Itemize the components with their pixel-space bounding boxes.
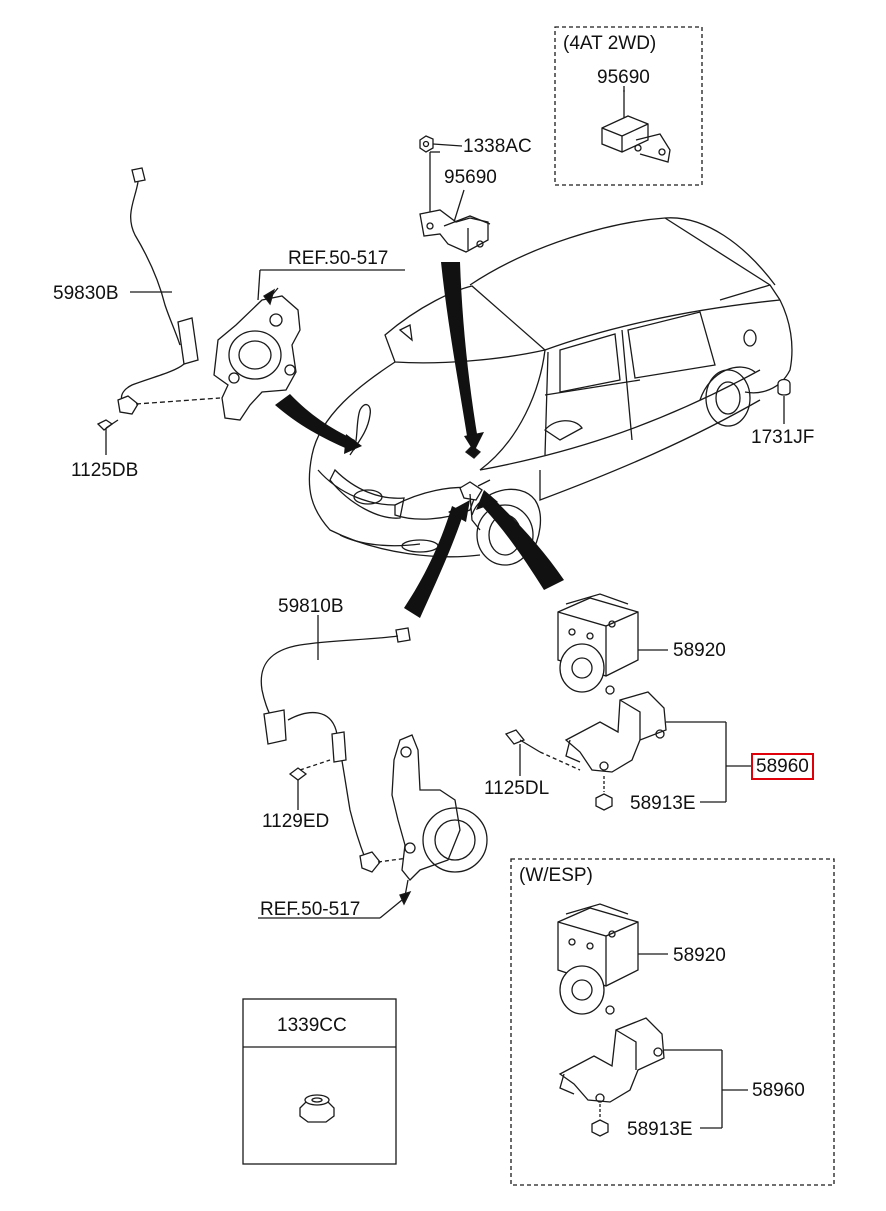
label-59830b: 59830B (53, 283, 119, 304)
arrow-front-knuckle-to-car (275, 394, 355, 450)
nut-58913e-esp (591, 1104, 609, 1137)
label-1125dl: 1125DL (484, 778, 550, 799)
bolt-1129ed (288, 767, 308, 806)
arrow-sensor-to-car (441, 262, 478, 442)
box-w-esp-title: (W/ESP) (519, 865, 593, 886)
label-58960-esp: 58960 (752, 1080, 805, 1101)
label-1339cc: 1339CC (277, 1015, 347, 1036)
label-59810b: 59810B (278, 596, 344, 617)
label-1129ed: 1129ED (262, 811, 330, 832)
indicator-arrows (275, 262, 564, 618)
label-58913e-esp: 58913E (627, 1119, 693, 1140)
car-body (308, 217, 793, 566)
steering-knuckle-front (213, 287, 301, 421)
label-ref-bottom: REF.50-517 (260, 899, 361, 920)
bracket-58960 (564, 691, 752, 803)
bolt-1125db (96, 419, 119, 448)
box-4at-2wd (554, 26, 703, 186)
label-58920-esp: 58920 (673, 945, 726, 966)
nut-1338ac (419, 135, 463, 153)
box-w-esp (510, 858, 835, 1186)
nut-1339cc (299, 1094, 335, 1123)
nut-58913e (595, 776, 613, 811)
arrow-car-to-rear-sensor (404, 506, 464, 618)
label-95690-4at: 95690 (597, 67, 650, 88)
label-ref-top: REF.50-517 (288, 248, 389, 269)
yaw-sensor-95690 (419, 152, 491, 253)
label-95690: 95690 (444, 167, 497, 188)
label-58920: 58920 (673, 640, 726, 661)
arrow-car-to-hecu (480, 495, 564, 590)
plug-1731jf (777, 378, 791, 424)
label-1125db: 1125DB (71, 460, 139, 481)
wheel-speed-sensor-59830b (117, 167, 221, 415)
box-4at-2wd-title: (4AT 2WD) (563, 33, 657, 54)
label-1731jf: 1731JF (751, 427, 815, 448)
label-58913e: 58913E (630, 793, 696, 814)
hecu-58920 (557, 593, 668, 695)
bolt-1125dl (504, 729, 581, 776)
box-1339cc (242, 998, 397, 1165)
hecu-58920-esp (557, 903, 668, 1015)
wheel-speed-sensor-59810b (260, 627, 411, 873)
yaw-sensor-4at (601, 90, 671, 163)
bracket-58960-esp (558, 1017, 748, 1129)
label-1338ac: 1338AC (463, 136, 532, 157)
rear-knuckle (391, 734, 488, 906)
label-58960-highlighted[interactable]: 58960 (751, 753, 814, 780)
